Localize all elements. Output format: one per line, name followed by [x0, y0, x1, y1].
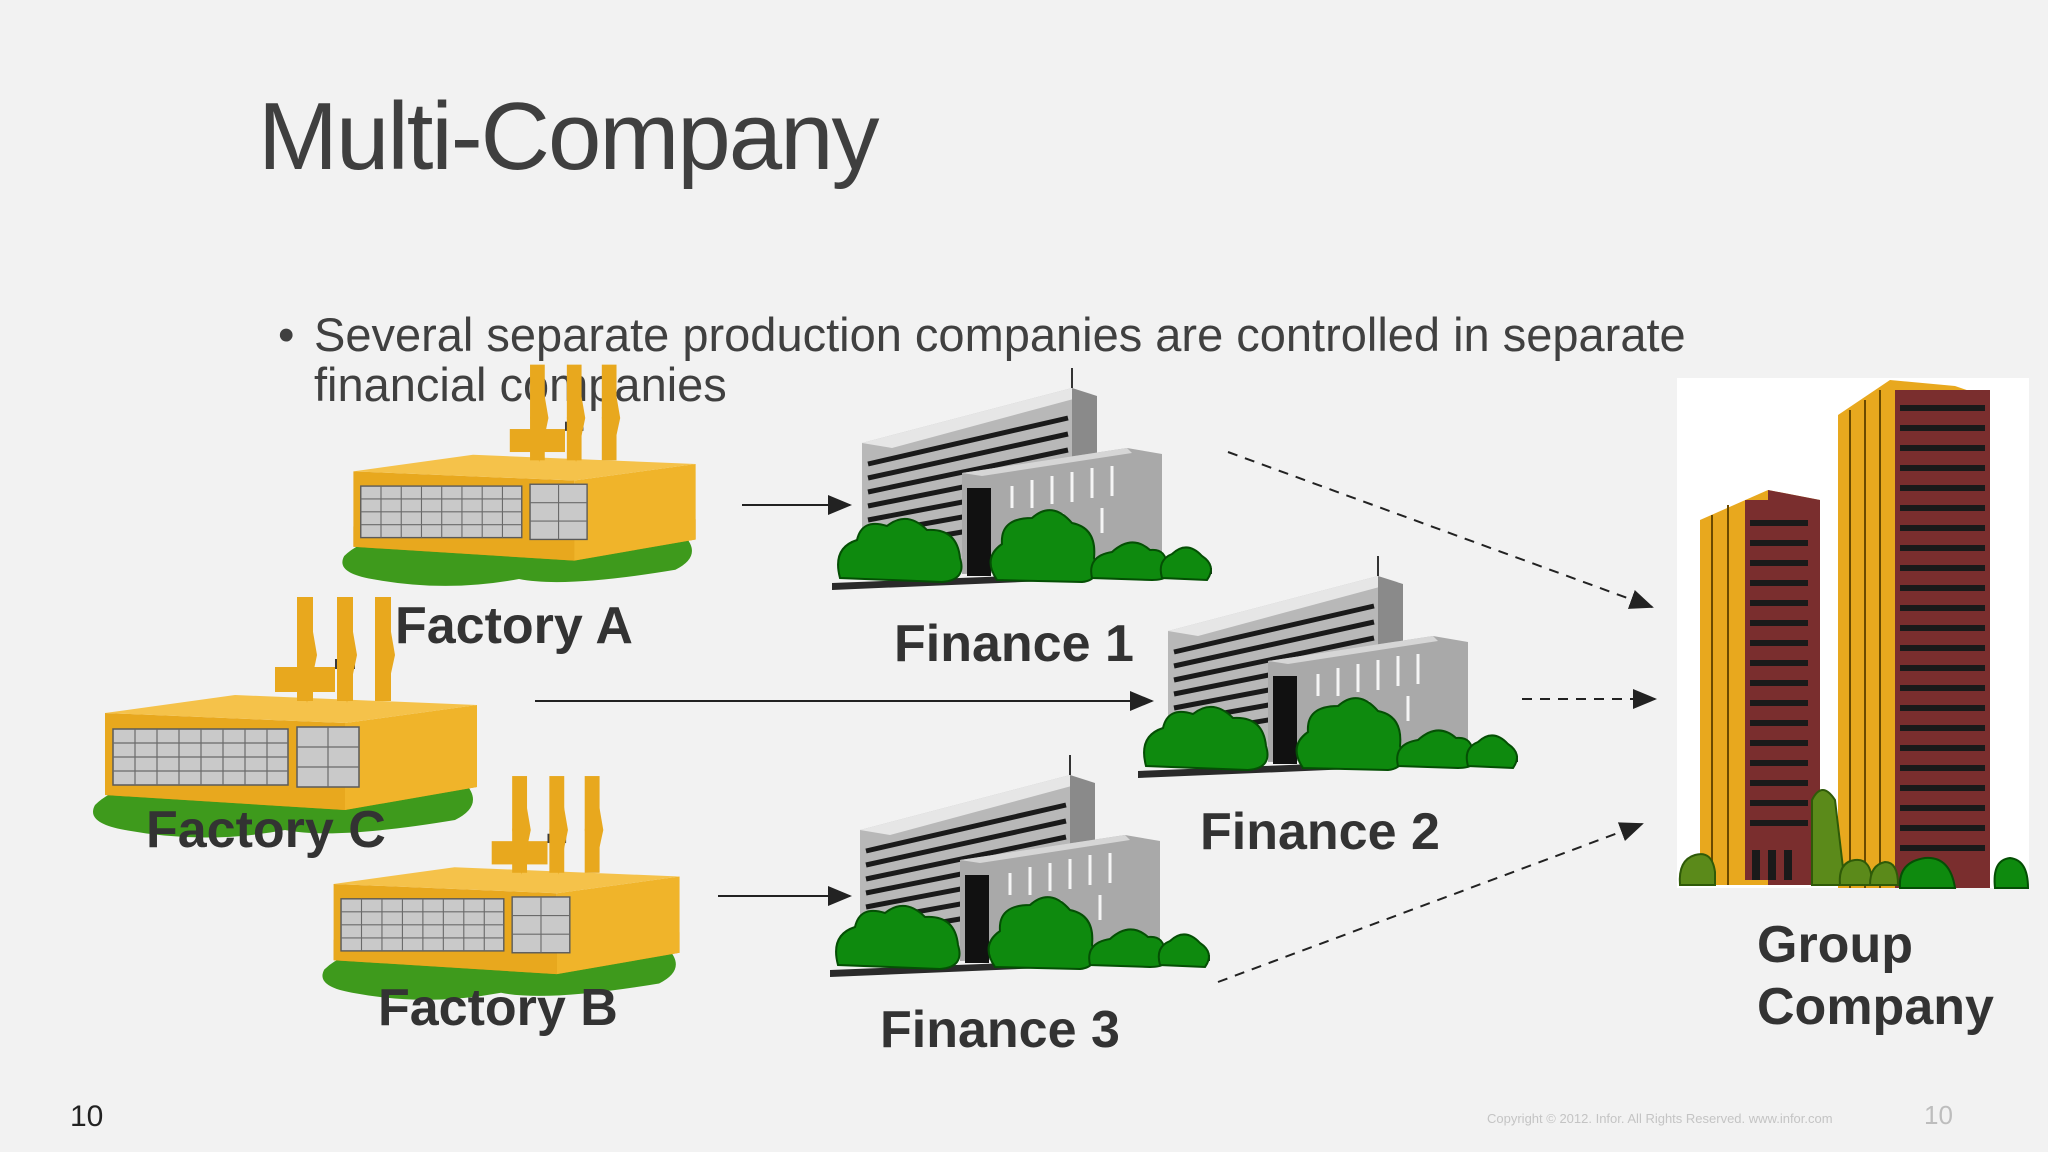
arrow-finance-3-group: [1217, 822, 1644, 983]
factory-a-label: Factory A: [395, 597, 633, 655]
group-company-label: Group Company: [1757, 914, 1994, 1038]
page-number: 10: [70, 1100, 104, 1133]
bullet-text: Several separate production companies ar…: [314, 308, 1686, 411]
finance-1-label: Finance 1: [894, 615, 1134, 673]
finance-2-label: Finance 2: [1200, 803, 1440, 861]
group-company-label-line2: Company: [1757, 978, 1994, 1036]
finance-3-label: Finance 3: [880, 1001, 1120, 1059]
group-company-icon: [1677, 378, 2030, 889]
footer-page-number: 10: [1924, 1100, 1953, 1130]
slide-title: Multi-Company: [258, 83, 880, 190]
bullet-dot: •: [278, 308, 295, 361]
connectors: [535, 451, 1657, 983]
group-company-label-line1: Group: [1757, 916, 1913, 974]
copyright-notice: Copyright © 2012. Infor. All Rights Rese…: [1487, 1111, 1833, 1126]
factory-b-label: Factory B: [378, 979, 618, 1037]
factory-c-label: Factory C: [146, 801, 386, 859]
finance-1-icon: [832, 368, 1212, 590]
finance-2-icon: [1138, 556, 1518, 778]
arrow-finance-1-group: [1227, 451, 1654, 609]
factory-a-icon: [341, 363, 697, 587]
finance-3-icon: [830, 755, 1210, 977]
